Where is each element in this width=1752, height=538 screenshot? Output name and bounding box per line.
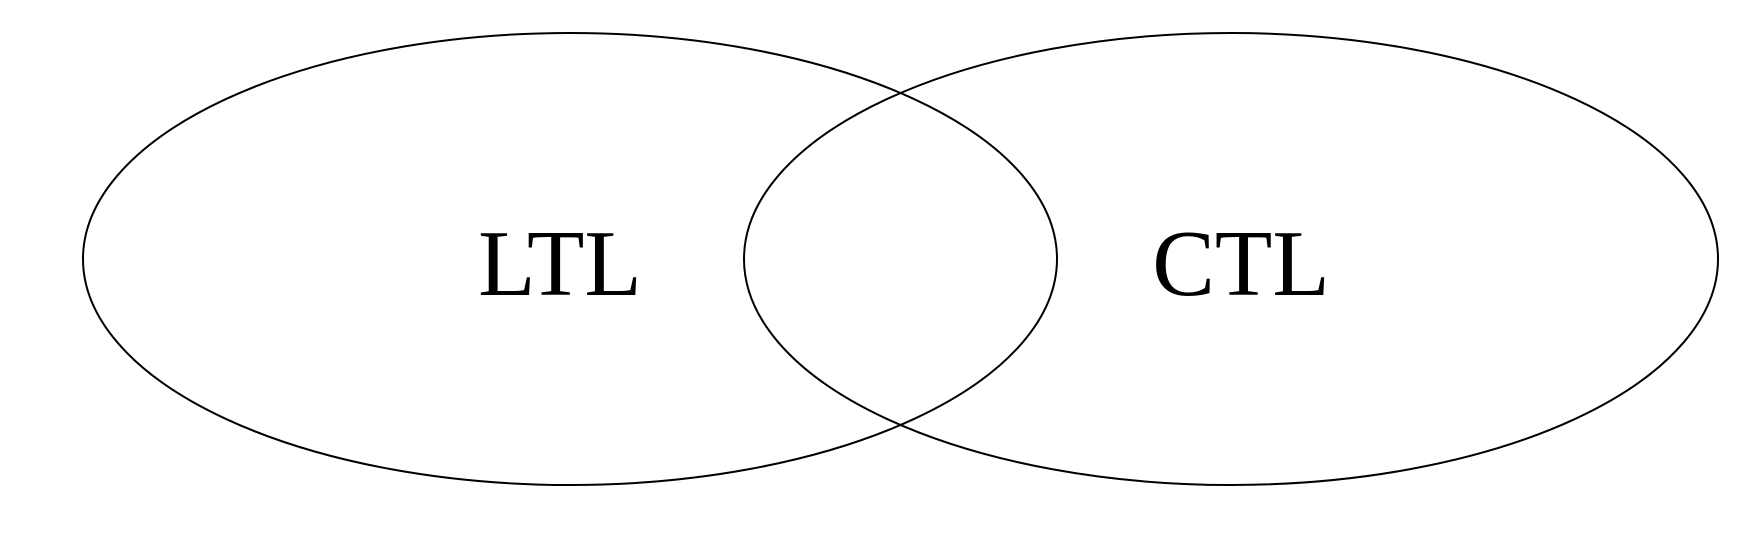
ltl-set-label: LTL: [478, 212, 642, 316]
ctl-set-label: CTL: [1152, 212, 1330, 316]
ltl-set-ellipse: [82, 32, 1058, 486]
ctl-set-ellipse: [743, 32, 1719, 486]
